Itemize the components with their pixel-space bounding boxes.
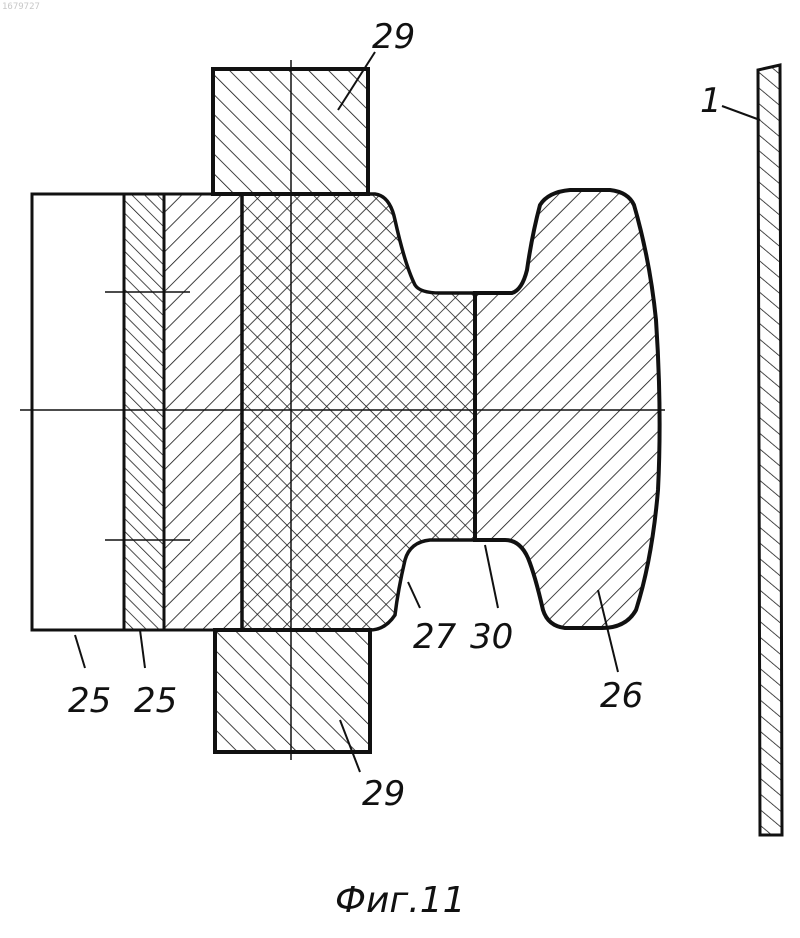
leader-27 <box>408 582 420 608</box>
label-29-top: 29 <box>372 17 415 57</box>
part-26-end-piece <box>475 190 660 628</box>
leader-25-right <box>140 630 145 668</box>
wide-hatched-strip <box>164 194 242 630</box>
label-29-bottom: 29 <box>362 774 405 814</box>
label-30: 30 <box>470 617 513 657</box>
figure-caption: Фиг.11 <box>335 880 466 921</box>
label-26: 26 <box>600 676 643 716</box>
leader-30 <box>485 545 498 608</box>
leader-1 <box>722 106 760 120</box>
label-25-right: 25 <box>134 681 177 721</box>
part-1-plate <box>758 65 782 835</box>
leader-25-left <box>75 635 85 668</box>
archive-stamp: 1679727 <box>2 2 40 12</box>
part-29-bottom-block <box>215 630 370 752</box>
part-27-cross-hatched-body <box>242 194 475 630</box>
part-25-fine-strip <box>124 194 164 630</box>
label-1: 1 <box>700 81 722 121</box>
label-25-left: 25 <box>68 681 111 721</box>
part-25-plain-region <box>32 194 124 630</box>
label-27: 27 <box>413 617 457 657</box>
